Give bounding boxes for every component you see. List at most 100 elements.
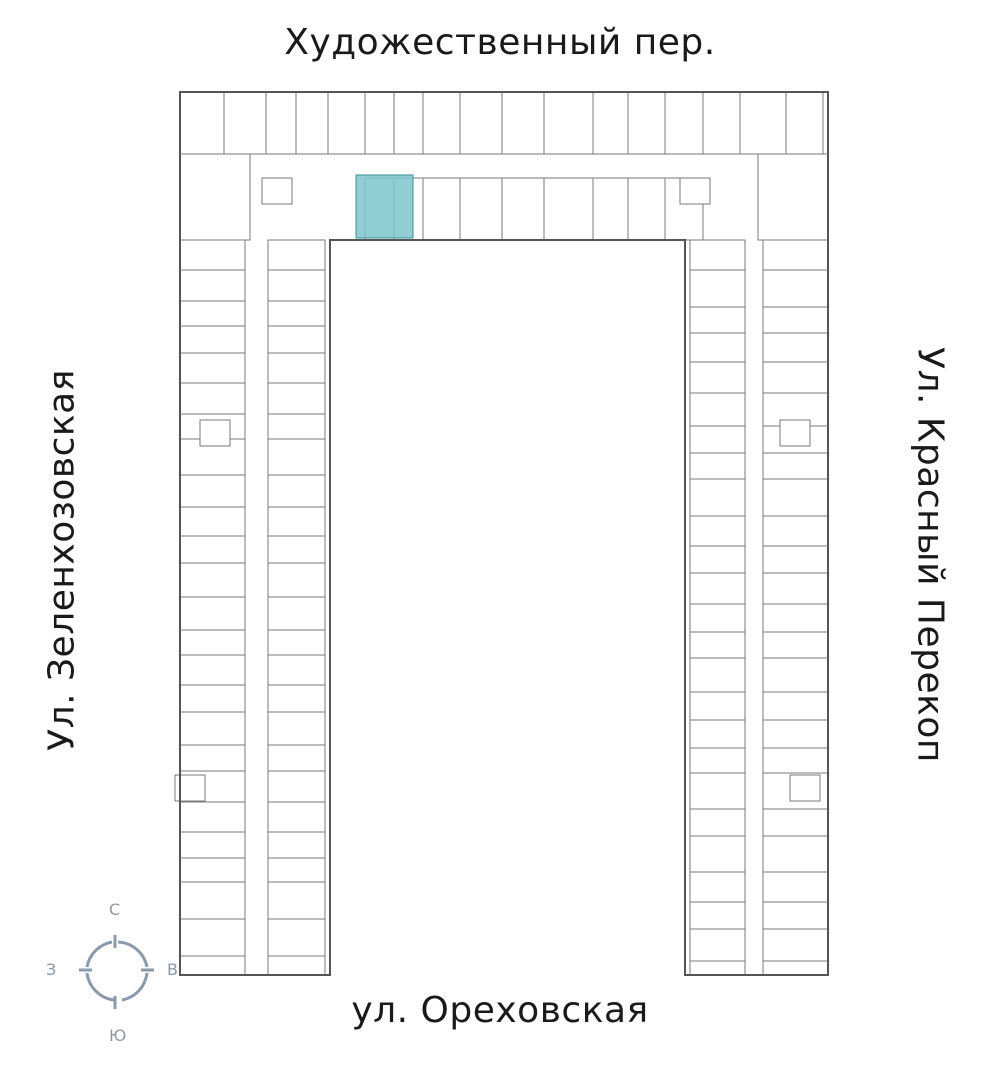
room [762,835,829,873]
room [689,545,746,574]
room [501,177,545,241]
room [762,747,829,774]
stairwell [261,177,293,205]
room [179,711,246,746]
room [179,654,246,686]
room [689,747,746,774]
compass-south-label: Ю [109,1026,127,1045]
room [689,871,746,903]
room [267,881,326,920]
room [393,91,424,155]
room [422,177,461,241]
room [762,306,829,334]
street-label-north: Художественный пер. [284,22,716,63]
room [179,382,246,415]
room [265,91,297,155]
room [179,562,246,598]
room [459,91,503,155]
room [179,506,246,537]
room [327,91,366,155]
room [785,91,824,155]
room [267,596,326,631]
room [501,91,545,155]
room [179,239,246,271]
room [762,515,829,547]
room [762,603,829,633]
room [762,901,829,930]
room [179,352,246,384]
room [267,801,326,833]
room [689,452,746,480]
room [762,928,829,962]
room [739,91,787,155]
room [762,361,829,394]
room [267,831,326,859]
room [179,684,246,713]
room [762,657,829,693]
room [762,269,829,308]
room [267,239,326,271]
stairwell [679,177,711,205]
stairwell [779,419,811,447]
room [179,881,246,920]
room [267,918,326,957]
compass-west-label: З [46,960,57,979]
room [689,928,746,962]
room [689,808,746,837]
street-label-south: ул. Ореховская [351,990,649,1031]
room [267,654,326,686]
room [179,629,246,656]
stairwell [789,774,821,802]
room [689,392,746,427]
room [267,629,326,656]
room [689,269,746,308]
compass-icon [79,935,154,1009]
room [179,474,246,508]
room [223,91,267,155]
room [459,177,503,241]
room [689,719,746,749]
room [664,91,704,155]
room [762,572,829,605]
room [689,772,746,810]
room [543,177,594,241]
room [179,300,246,327]
room [592,91,629,155]
room [267,857,326,883]
room [267,506,326,537]
building-outline [179,91,829,976]
room [267,744,326,772]
room [689,239,746,271]
room [757,153,829,241]
room [627,91,666,155]
room [179,91,225,155]
room [762,808,829,837]
room [267,770,326,803]
room [179,269,246,302]
room [179,744,246,772]
compass-east-label: В [167,960,178,979]
room [762,960,829,976]
room [762,545,829,574]
room [762,719,829,749]
room [689,631,746,659]
room [267,300,326,327]
room [627,177,666,241]
selected-apartment[interactable] [355,174,414,239]
room [689,425,746,454]
room [689,361,746,394]
room [762,239,829,271]
room [762,691,829,721]
room [689,691,746,721]
compass-north-label: С [109,900,121,919]
room [267,562,326,598]
room [267,535,326,564]
room [762,631,829,659]
room [267,382,326,415]
room [267,269,326,302]
room [689,332,746,363]
room [179,596,246,631]
room [295,91,329,155]
room [689,901,746,930]
